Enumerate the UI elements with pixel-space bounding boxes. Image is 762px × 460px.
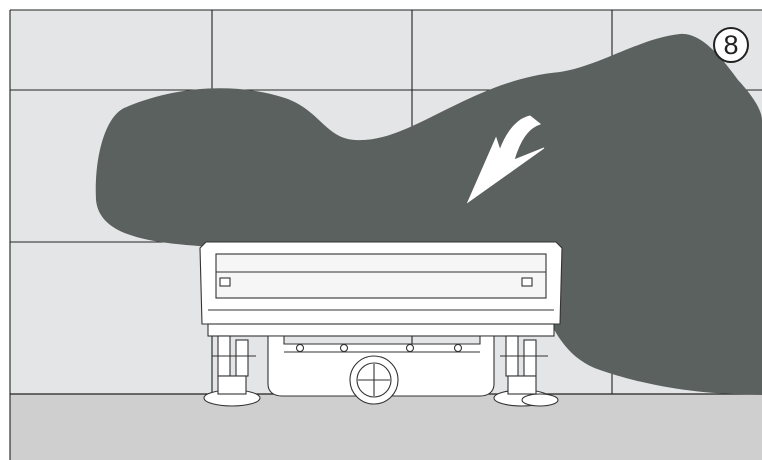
step-number-badge: 8	[713, 27, 749, 63]
floor	[10, 394, 762, 460]
sealing-membrane	[95, 33, 762, 395]
curved-arrow-icon	[466, 115, 545, 204]
shower-drain-channel-icon	[199, 241, 563, 407]
